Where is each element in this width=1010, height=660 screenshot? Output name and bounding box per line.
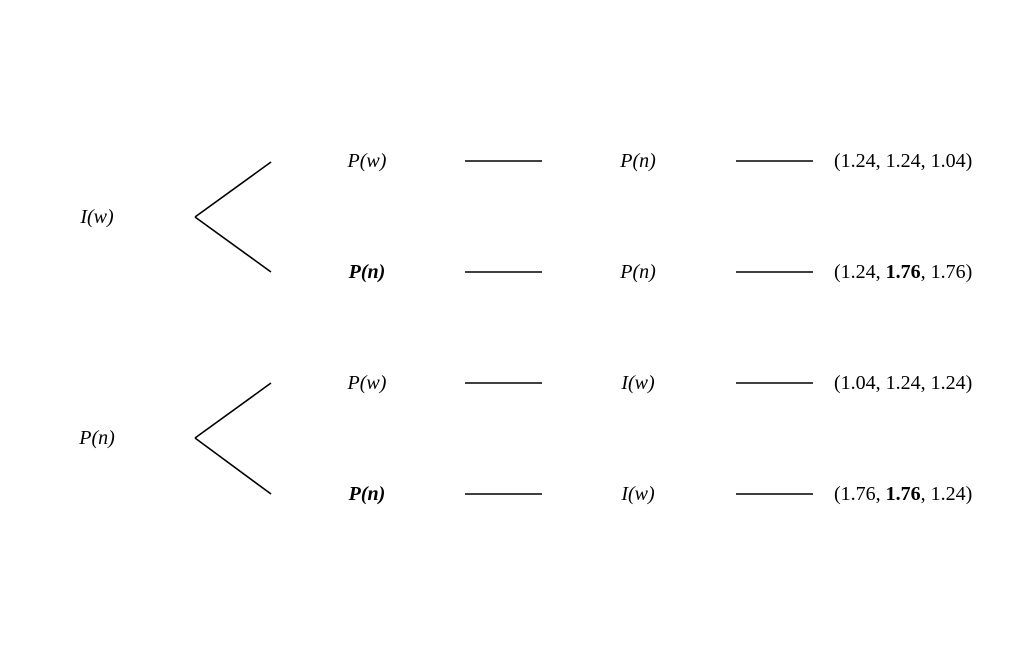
payoff-r4: (1.76, 1.76, 1.24)	[834, 483, 973, 505]
second-move-r2: P(n)	[620, 261, 656, 283]
payoff-r2: (1.24, 1.76, 1.76)	[834, 261, 973, 283]
payoff-r4-c: 1.24	[930, 483, 966, 505]
first-move-r1: P(w)	[347, 150, 387, 172]
payoff-r3-b: 1.24	[885, 372, 921, 394]
payoff-r4-b: 1.76	[885, 483, 921, 505]
root-node-2: P(n)	[79, 427, 115, 449]
branch-line-1-lower	[194, 216, 272, 273]
second-move-r1: P(n)	[620, 150, 656, 172]
second-move-r3: I(w)	[621, 372, 655, 394]
payoff-r1-a: 1.24	[840, 150, 876, 172]
branch-line-2-upper	[194, 382, 272, 439]
second-move-r4: I(w)	[621, 483, 655, 505]
payoff-r2-b: 1.76	[885, 261, 921, 283]
payoff-r3-c: 1.24	[930, 372, 966, 394]
payoff-r1: (1.24, 1.24, 1.04)	[834, 150, 973, 172]
payoff-r3: (1.04, 1.24, 1.24)	[834, 372, 973, 394]
payoff-r4-a: 1.76	[840, 483, 876, 505]
root-node-1: I(w)	[80, 206, 114, 228]
first-move-r4: P(n)	[348, 483, 386, 505]
first-move-r3: P(w)	[347, 372, 387, 394]
payoff-r2-a: 1.24	[840, 261, 876, 283]
payoff-r1-c: 1.04	[930, 150, 966, 172]
first-move-r2: P(n)	[348, 261, 386, 283]
payoff-r2-c: 1.76	[930, 261, 966, 283]
branch-line-1-upper	[194, 161, 272, 218]
branch-line-2-lower	[194, 437, 272, 495]
payoff-r1-b: 1.24	[885, 150, 921, 172]
payoff-r3-a: 1.04	[840, 372, 876, 394]
